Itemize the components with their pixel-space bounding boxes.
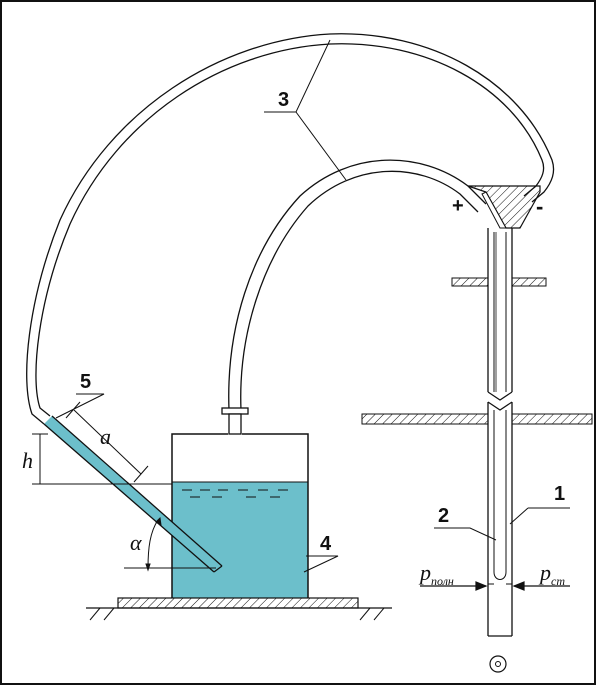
label-1: 1	[554, 483, 565, 505]
ground	[86, 597, 392, 621]
inclined-tube-liquid	[44, 416, 222, 572]
label-p-poln: pполн	[418, 560, 454, 588]
tube-3-inner	[228, 159, 487, 411]
tube-3-outer	[26, 33, 555, 425]
pressure-arrows	[420, 581, 570, 591]
support-upper	[451, 277, 547, 287]
label-4: 4	[320, 533, 332, 555]
label-2: 2	[438, 505, 449, 527]
label-p-st: pст	[538, 560, 565, 588]
label-a: a	[100, 424, 111, 449]
end-view-circle	[489, 655, 507, 673]
container-4	[171, 433, 309, 598]
leader-lines	[55, 39, 570, 573]
dimension-h	[32, 433, 172, 485]
inclined-tube-5	[43, 415, 223, 573]
liquid-surface-dashes	[182, 489, 288, 498]
support-lower	[361, 413, 593, 425]
angle-alpha	[124, 516, 216, 572]
liquid	[172, 482, 308, 598]
label-5: 5	[80, 371, 91, 393]
pitot-tube	[467, 185, 541, 673]
label-h: h	[22, 448, 33, 473]
label-alpha: α	[130, 530, 142, 555]
label-3: 3	[278, 89, 289, 111]
label-plus: +	[452, 195, 464, 217]
container-neck	[221, 407, 249, 435]
label-minus: -	[536, 194, 543, 219]
